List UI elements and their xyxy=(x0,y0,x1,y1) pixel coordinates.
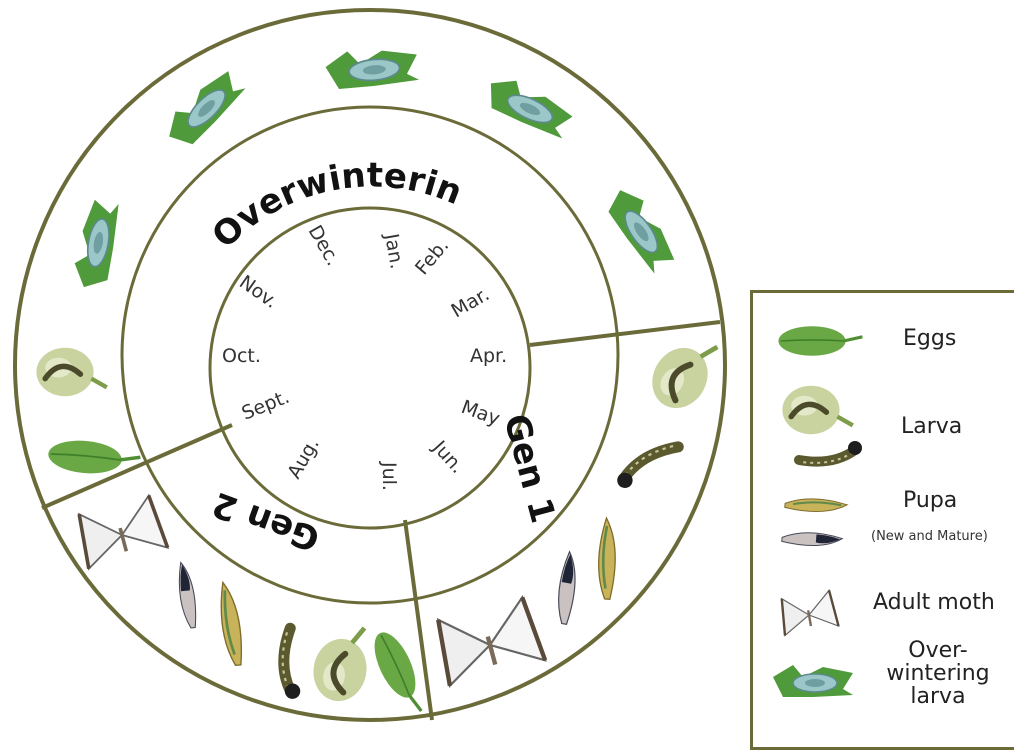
month-may: May xyxy=(458,396,502,430)
month-aug: Aug. xyxy=(283,434,324,482)
overwinter-larva-image xyxy=(71,198,121,291)
legend-box: Eggs Larva Pupa (New and Mature) Adult m… xyxy=(750,290,1014,750)
gen1-adult-moth-image xyxy=(433,596,546,686)
overwinter-larva-image xyxy=(482,71,577,140)
legend-pupa-label: Pupa xyxy=(903,489,957,512)
month-nov: Nov. xyxy=(235,271,282,313)
month-jul: Jul. xyxy=(378,461,400,491)
overwinter-legend-icon xyxy=(763,663,863,703)
month-sept: Sept. xyxy=(239,386,293,425)
gen2-larva-image xyxy=(275,628,311,700)
gen2-label: Gen 2 xyxy=(207,483,325,558)
legend-pupa-note: (New and Mature) xyxy=(871,529,988,544)
month-apr: Apr. xyxy=(470,345,507,367)
gen1-label: Gen 1 xyxy=(495,410,562,527)
pupa-mature-legend-icon xyxy=(767,525,867,555)
larva-legend-icon xyxy=(773,441,873,471)
month-ring xyxy=(210,208,530,528)
gen1-photos xyxy=(433,325,726,685)
overwinter-larva-image xyxy=(324,45,419,90)
month-mar: Mar. xyxy=(448,283,494,322)
eggs-legend-icon xyxy=(767,321,867,361)
legend-overwinter-line1: Over- xyxy=(883,639,993,662)
gen2-larva-on-fruit-image xyxy=(309,621,374,706)
pupa-new-legend-icon xyxy=(767,491,867,521)
month-oct: Oct. xyxy=(222,345,261,367)
overwinter-larva-image xyxy=(160,65,247,152)
gen1-larva-image xyxy=(612,444,685,490)
month-jan: Jan. xyxy=(380,231,408,271)
legend-eggs-label: Eggs xyxy=(903,327,956,350)
gen1-larva-on-fruit-image xyxy=(642,325,726,418)
gen2-pupa-new-image xyxy=(219,581,244,666)
gen1-pupa-mature-image xyxy=(553,551,581,625)
month-jun: Jun. xyxy=(428,436,469,478)
legend-overwinter-line3: larva xyxy=(883,685,993,708)
gen1-pupa-new-image xyxy=(595,518,619,600)
adult-moth-legend-icon xyxy=(769,585,849,645)
divider-overwinter-gen1 xyxy=(530,322,720,345)
larva-fruit-legend-icon xyxy=(769,385,869,435)
overwinter-larva-image xyxy=(602,183,681,275)
legend-overwinter-label: Over- wintering larva xyxy=(883,639,993,708)
legend-adult-label: Adult moth xyxy=(873,591,995,614)
gen2-adult-moth-image xyxy=(75,494,168,568)
month-feb: Feb. xyxy=(411,235,453,280)
legend-larva-label: Larva xyxy=(901,415,962,438)
legend-overwinter-line2: wintering xyxy=(883,662,993,685)
month-labels: Jan. Feb. Mar. Apr. May Jun. Jul. Aug. S… xyxy=(222,222,507,491)
gen2-pupa-mature-image xyxy=(177,562,197,629)
larva-on-fruit-image xyxy=(36,348,106,396)
month-dec: Dec. xyxy=(304,222,344,270)
